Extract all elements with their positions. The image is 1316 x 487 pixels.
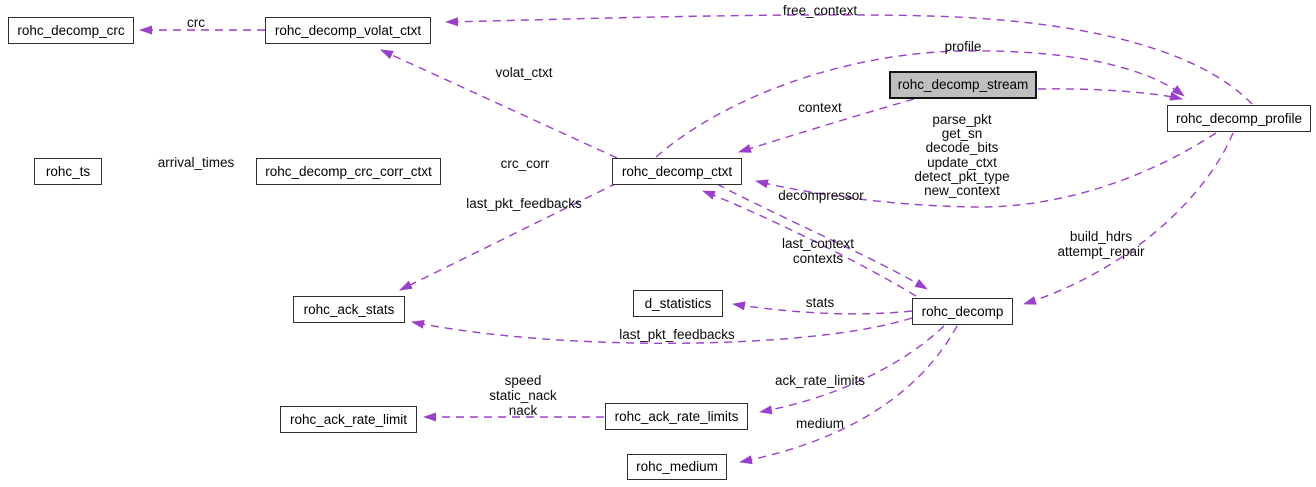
edge-label-ack-rate-limits: ack_rate_limits: [774, 373, 866, 388]
edge-label-crc-corr: crc_corr: [500, 156, 550, 171]
edge-medium: [739, 325, 958, 465]
node-rohc-ts[interactable]: rohc_ts: [34, 158, 102, 185]
edge-label-free-context: free_context: [782, 3, 858, 18]
node-label: rohc_decomp_crc_corr_ctxt: [265, 163, 432, 179]
edge-label-speed-static-nack-nack: speed static_nack nack: [489, 373, 557, 418]
node-label: rohc_decomp_profile: [1175, 110, 1303, 126]
edge-decompressor: [716, 183, 928, 290]
node-label: d_statistics: [644, 295, 712, 311]
node-label: rohc_decomp_crc: [17, 22, 125, 38]
edge-label-crc: crc: [187, 15, 205, 30]
node-d-statistics[interactable]: d_statistics: [633, 290, 723, 317]
edge-label-last-context-contexts: last_context contexts: [781, 236, 855, 266]
edge-label-context: context: [798, 100, 842, 115]
node-rohc-decomp-stream[interactable]: rohc_decomp_stream: [889, 71, 1037, 99]
edge-label-profile-functions: parse_pkt get_sn decode_bits update_ctxt…: [914, 112, 1010, 199]
edge-profile-from-ctxt: [655, 50, 1185, 158]
node-label: rohc_medium: [636, 459, 718, 475]
node-label: rohc_ack_stats: [303, 301, 395, 317]
node-rohc-decomp-profile[interactable]: rohc_decomp_profile: [1167, 105, 1311, 132]
edge-build-hdrs: [1023, 132, 1234, 305]
edge-last-pkt-feedbacks-lower: [411, 317, 913, 345]
edge-stats: [732, 301, 913, 315]
node-label: rohc_decomp_stream: [897, 77, 1029, 93]
edge-label-decompressor: decompressor: [778, 188, 864, 203]
edge-free-context: [445, 14, 1253, 105]
node-rohc-ack-rate-limits[interactable]: rohc_ack_rate_limits: [605, 403, 748, 430]
edge-label-medium: medium: [795, 416, 845, 431]
node-label: rohc_ack_rate_limits: [614, 408, 739, 424]
node-rohc-decomp[interactable]: rohc_decomp: [912, 298, 1013, 325]
edge-label-last-pkt-feedbacks-upper: last_pkt_feedbacks: [466, 196, 582, 211]
node-label: rohc_ack_rate_limit: [289, 411, 408, 427]
edge-label-profile: profile: [944, 39, 982, 54]
edge-volat-ctxt: [380, 49, 618, 159]
node-label: rohc_ts: [45, 163, 91, 179]
edge-last-pkt-feedbacks-upper: [399, 182, 618, 291]
edge-profile-from-stream: [1037, 88, 1183, 101]
node-rohc-decomp-ctxt[interactable]: rohc_decomp_ctxt: [612, 158, 742, 185]
edge-label-volat-ctxt: volat_ctxt: [495, 65, 553, 80]
node-rohc-decomp-volat-ctxt[interactable]: rohc_decomp_volat_ctxt: [265, 17, 431, 44]
edge-last-context: [702, 190, 917, 297]
edge-label-build-hdrs-attempt-repair: build_hdrs attempt_repair: [1057, 229, 1145, 259]
node-label: rohc_decomp: [921, 303, 1004, 319]
node-rohc-decomp-crc-corr-ctxt[interactable]: rohc_decomp_crc_corr_ctxt: [256, 158, 441, 185]
node-rohc-medium[interactable]: rohc_medium: [627, 454, 727, 480]
edge-label-arrival-times: arrival_times: [157, 155, 235, 170]
node-label: rohc_decomp_volat_ctxt: [274, 22, 422, 38]
edge-ack-rate-limits: [759, 325, 945, 415]
node-rohc-ack-stats[interactable]: rohc_ack_stats: [293, 296, 405, 323]
edge-profile-functions: [755, 132, 1217, 208]
edge-label-last-pkt-feedbacks-lower: last_pkt_feedbacks: [619, 327, 735, 342]
node-rohc-decomp-crc[interactable]: rohc_decomp_crc: [8, 17, 134, 44]
edge-label-stats: stats: [805, 295, 835, 310]
node-label: rohc_decomp_ctxt: [621, 163, 733, 179]
node-rohc-ack-rate-limit[interactable]: rohc_ack_rate_limit: [280, 406, 417, 433]
